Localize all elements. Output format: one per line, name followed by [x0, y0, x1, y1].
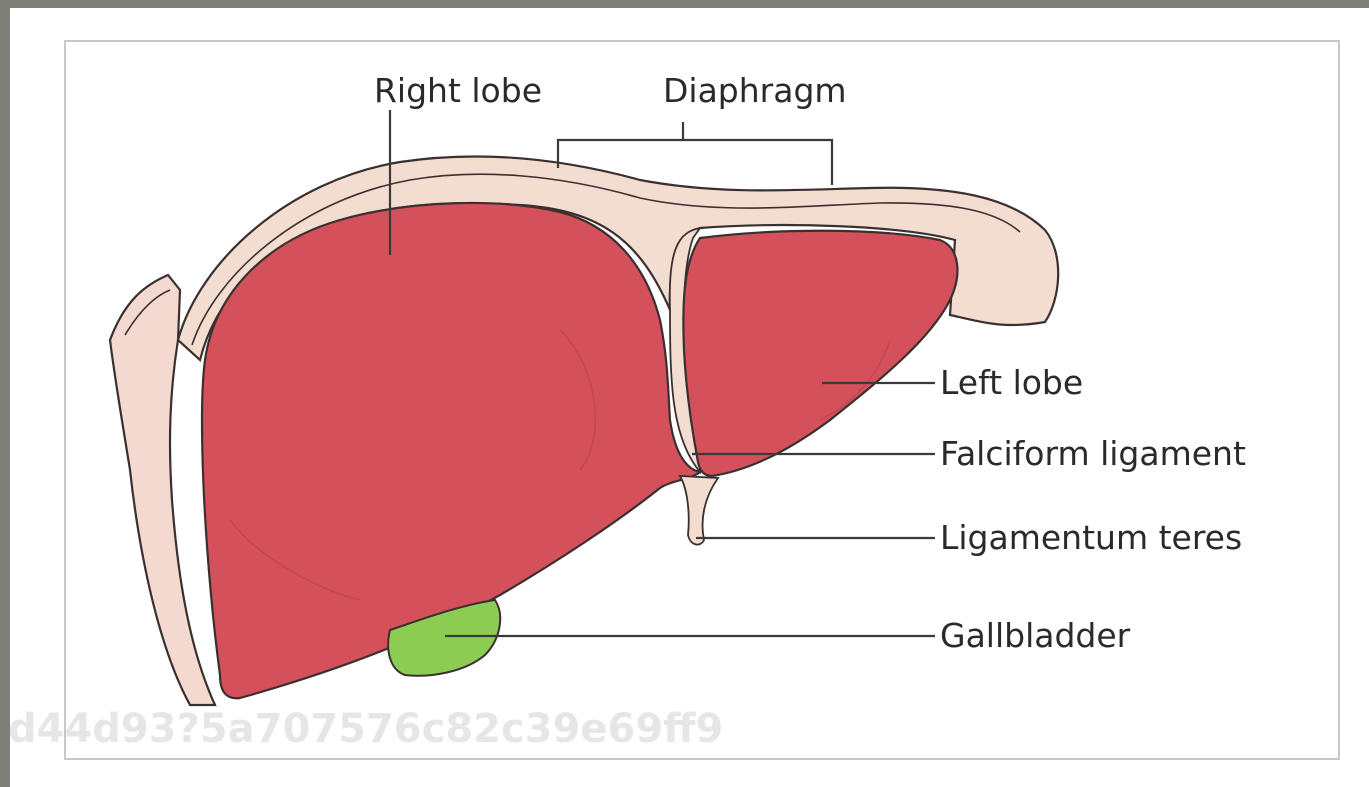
label-right-lobe: Right lobe	[374, 71, 542, 110]
watermark: d44d93?5a707576c82c39e69ff9	[8, 706, 723, 752]
label-diaphragm: Diaphragm	[663, 71, 847, 110]
label-ligamentum-teres: Ligamentum teres	[940, 518, 1242, 557]
label-left-lobe: Left lobe	[940, 363, 1083, 402]
ligamentum-teres-shape	[680, 476, 718, 545]
left-lobe	[683, 231, 957, 476]
label-falciform-ligament: Falciform ligament	[940, 434, 1246, 473]
label-gallbladder: Gallbladder	[940, 616, 1131, 655]
